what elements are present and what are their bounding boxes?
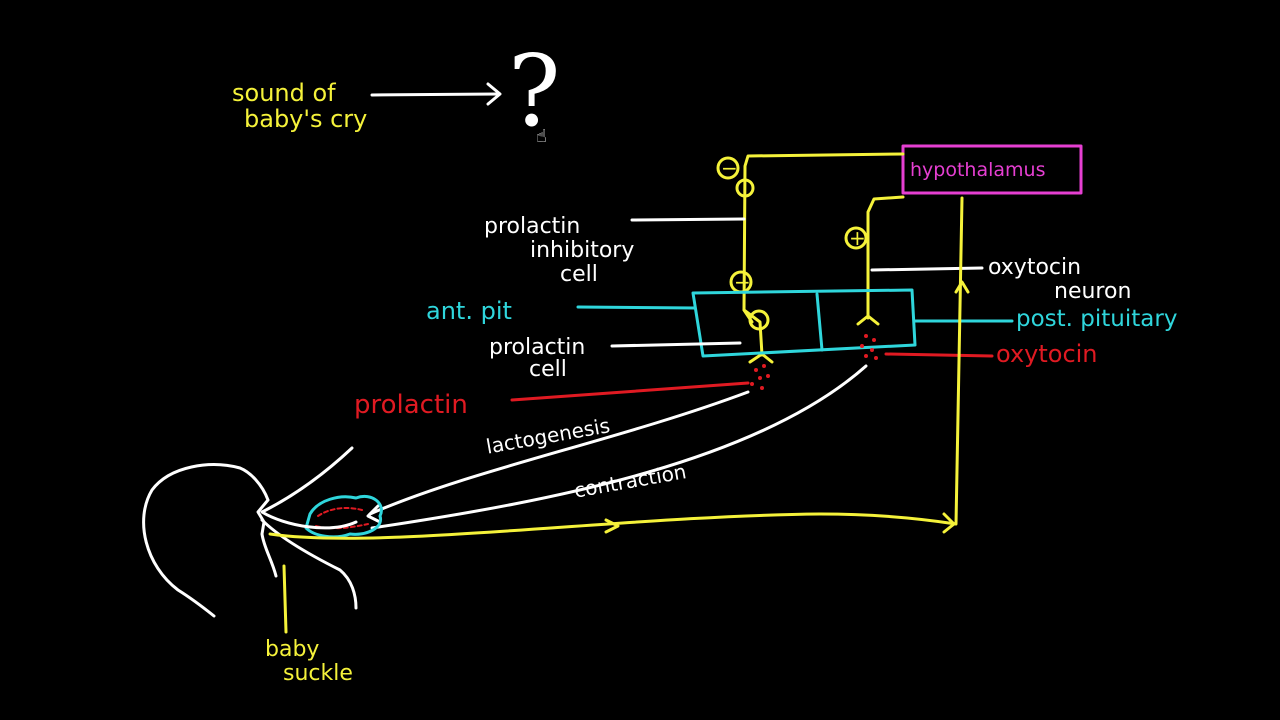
oxytocin-neuron-label: oxytocin neuron (988, 256, 1131, 304)
sound-of-babys-cry-label: sound of baby's cry (232, 80, 367, 132)
inhibitory-terminal (748, 352, 774, 364)
prolactin-cell-label: prolactin cell (489, 337, 585, 381)
hypothalamus-label: hypothalamus (910, 159, 1046, 181)
baby-suckle-line1: baby (265, 637, 320, 662)
plus-circle-right (844, 226, 868, 250)
oxytocin-terminal (856, 314, 880, 326)
sound-arrow-head (486, 82, 502, 106)
suckle-arrow-up (954, 280, 970, 294)
oxytocin-neuron-line2: neuron (1054, 279, 1132, 304)
lactogenesis-curve (368, 390, 750, 516)
suckle-arrow-mid (604, 518, 620, 534)
baby-head (142, 463, 278, 618)
plus-symbol-right: + (849, 226, 866, 250)
prolactin-inhibitory-line1: prolactin (484, 214, 581, 239)
prolactin-label: prolactin (354, 390, 468, 420)
oxytocin-dots (860, 334, 878, 360)
contraction-curve (370, 364, 868, 530)
prolactin-cell-line1: prolactin (489, 335, 586, 360)
post-pituitary-label: post. pituitary (1016, 306, 1178, 332)
prolactin-cell-line2: cell (529, 357, 567, 382)
prolactin-pointer (510, 381, 750, 402)
question-mark: ? (508, 35, 561, 149)
baby-suckle-label: baby suckle (265, 638, 353, 686)
plus-circle-pit (748, 309, 770, 331)
minus-symbol-top: − (721, 156, 738, 180)
prolactin-dots (750, 364, 770, 390)
babys-cry-line: baby's cry (244, 105, 368, 133)
baby-suckle-pointer (282, 564, 288, 634)
ant-pit-pointer (576, 305, 697, 310)
prolactin-inhibitory-cell-label: prolactin inhibitory cell (484, 215, 634, 287)
pituitary-divider (815, 292, 824, 352)
oxytocin-neuron-path (866, 195, 905, 320)
suckle-feedback-path (268, 196, 964, 540)
sound-arrow (370, 92, 500, 97)
breast-arrow-head (366, 504, 382, 524)
ant-pit-label: ant. pit (426, 297, 512, 325)
oxytocin-pointer (884, 352, 994, 358)
anterior-pituitary-box (691, 288, 917, 358)
plus-circle-left (735, 178, 755, 198)
oxytocin-label: oxytocin (996, 340, 1098, 368)
prolactin-inhibitory-line2: inhibitory (530, 238, 635, 263)
baby-suckle-line2: suckle (283, 661, 353, 686)
minus-circle-top (716, 156, 740, 180)
hand-cursor-icon: ☝ (536, 126, 547, 147)
inhibitory-pointer (630, 217, 746, 222)
hypothalamus-box (901, 144, 1083, 195)
prolactin-cell-pointer (610, 341, 742, 348)
oxytocin-neuron-line1: oxytocin (988, 255, 1082, 280)
breast-outline (260, 446, 358, 610)
oxytocin-neuron-pointer (870, 266, 984, 272)
sound-of-line: sound of (232, 79, 336, 107)
suckle-arrow-corner (942, 512, 956, 534)
prolactin-inhibitory-line3: cell (560, 262, 598, 287)
minus-symbol-mid: − (734, 270, 751, 294)
